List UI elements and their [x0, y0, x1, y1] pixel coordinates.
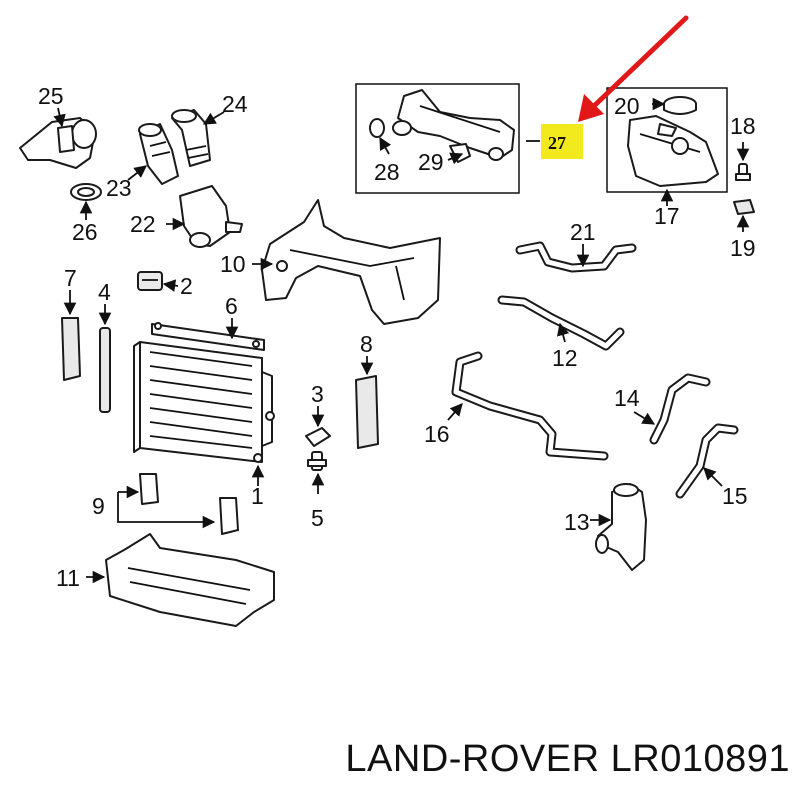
callout-13: 13 [564, 509, 590, 535]
part-21-hose [515, 241, 637, 273]
callout-16: 16 [424, 421, 450, 447]
callout-28: 28 [374, 159, 400, 185]
highlight-27 [541, 124, 583, 159]
callout-4: 4 [98, 279, 111, 305]
part-20-cap [663, 96, 697, 115]
callout-9: 9 [92, 493, 105, 519]
group-box-27 [355, 83, 520, 194]
part-23-air-duct [138, 123, 179, 185]
callout-23: 23 [106, 175, 132, 201]
callout-labels: 25 24 23 26 22 10 2 7 4 6 8 3 1 9 5 11 2… [38, 83, 756, 591]
callout-17: 17 [654, 203, 680, 229]
callout-5: 5 [311, 505, 324, 531]
callout-24: 24 [222, 91, 248, 117]
part-27-coolant-pipe-assembly [369, 89, 515, 163]
pointer-arrow [578, 15, 689, 122]
callout-11: 11 [56, 565, 80, 591]
part-12-hose [497, 295, 625, 351]
callout-2: 2 [180, 273, 193, 299]
callout-3: 3 [311, 381, 324, 407]
part-9-brackets [139, 473, 239, 535]
part-4-seal [99, 327, 111, 413]
callout-19: 19 [730, 235, 756, 261]
part-19-bracket [733, 199, 755, 215]
part-26-seal-ring [70, 183, 102, 201]
callout-18: 18 [730, 113, 756, 139]
callout-10: 10 [220, 251, 246, 277]
part-10-front-panel [261, 199, 441, 325]
part-22-intake-duct [179, 185, 243, 248]
callout-6: 6 [225, 293, 238, 319]
callout-8: 8 [360, 331, 373, 357]
part-16-hose [451, 351, 609, 461]
part-5-drain-plug [307, 451, 327, 471]
part-3-clip [305, 427, 331, 447]
callout-7: 7 [64, 265, 77, 291]
part-24-air-duct [171, 109, 211, 167]
part-25-inlet-elbow [19, 117, 97, 169]
part-15-hose [675, 423, 739, 499]
part-13-connector-pipe [595, 483, 647, 571]
part-8-seal [355, 375, 379, 449]
callout-29: 29 [418, 149, 444, 175]
callout-15: 15 [722, 483, 748, 509]
callout-22: 22 [130, 211, 156, 237]
callout-25: 25 [38, 83, 64, 109]
part-number-caption: LAND-ROVER LR010891 [345, 738, 790, 780]
callout-26: 26 [72, 219, 98, 245]
callout-1: 1 [251, 483, 264, 509]
part-17-expansion-tank [627, 115, 719, 187]
part-2-mount [137, 271, 163, 291]
callout-20: 20 [614, 93, 640, 119]
callout-27: 27 [548, 133, 566, 153]
callout-21: 21 [570, 219, 596, 245]
callout-14: 14 [614, 385, 640, 411]
part-11-under-shield [105, 533, 275, 627]
part-1-radiator [133, 341, 275, 463]
part-18-screw [735, 163, 751, 181]
part-14-hose [649, 373, 711, 445]
part-7-seal [61, 317, 81, 381]
callout-12: 12 [552, 345, 578, 371]
